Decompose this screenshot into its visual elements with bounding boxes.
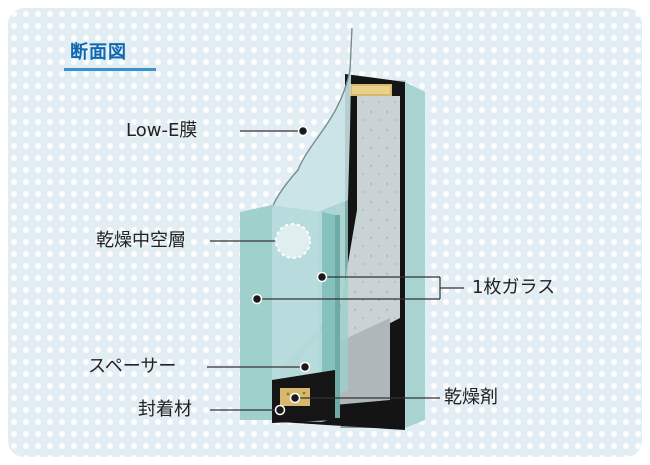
- title-underline: [64, 68, 156, 71]
- label-spacer: スペーサー: [88, 356, 177, 377]
- diagram-panel: 断面図: [8, 8, 642, 457]
- label-sealant: 封着材: [138, 399, 192, 420]
- label-dry-air-layer: 乾燥中空層: [96, 230, 186, 251]
- leader-lines: [207, 130, 464, 411]
- leader-dots: [251, 125, 328, 416]
- sealant-band: [272, 370, 335, 423]
- glass-cross-section: [207, 27, 464, 430]
- label-low-e-film: Low-E膜: [126, 120, 198, 141]
- air-layer-marker: [275, 223, 311, 259]
- label-desiccant: 乾燥剤: [444, 387, 498, 408]
- title-badge: 断面図: [64, 32, 156, 72]
- page-title: 断面図: [70, 42, 127, 63]
- label-single-glass: 1枚ガラス: [472, 277, 556, 298]
